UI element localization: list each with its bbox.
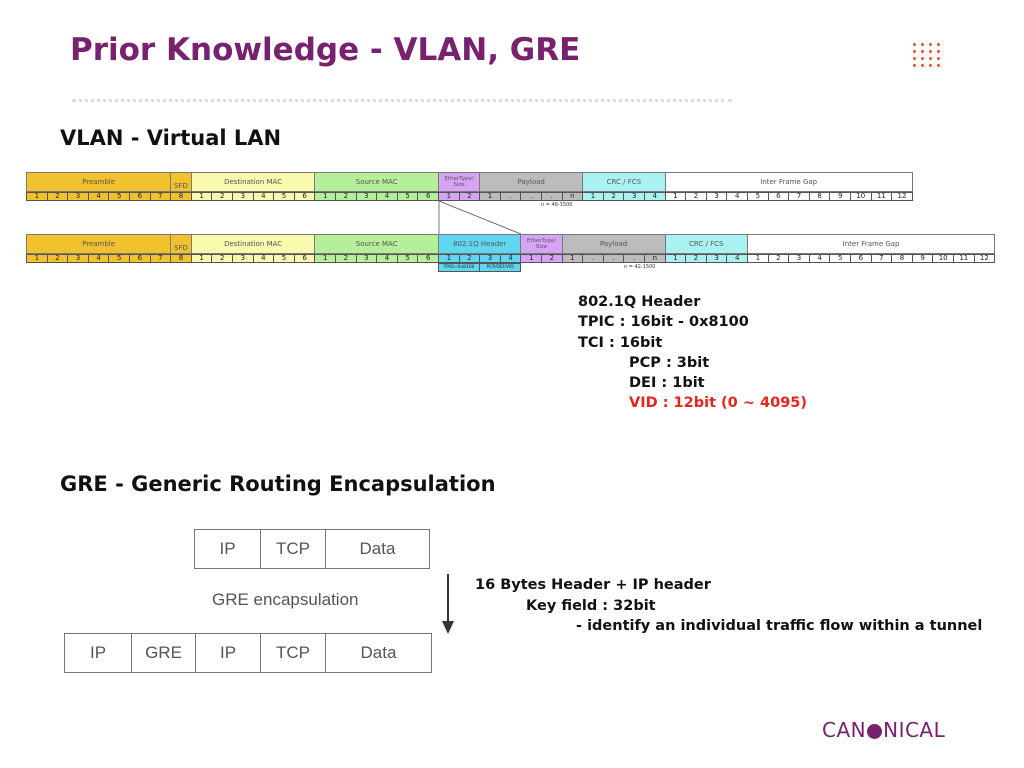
ethertype-field: EtherType/ Size [438,172,481,192]
title-divider [72,99,732,102]
top-tcp-box: TCP [260,529,326,569]
vid-line: VID : 12bit (0 ~ 4095) [629,395,808,412]
gap-field: Inter Frame Gap [747,234,996,254]
dot1q-line: 802.1Q Header [578,294,701,310]
logo-text-start: CAN [822,718,867,742]
byte-cell: 12 [891,192,913,201]
top-ip-box: IP [194,529,261,569]
byte-cell: 12 [973,254,996,263]
insertion-lines [438,200,522,235]
canonical-logo: CAN NICAL [822,718,945,742]
vlan-heading: VLAN - Virtual LAN [60,126,282,150]
dot1q-description: 802.1Q Header TPIC : 16bit - 0x8100 TCI … [578,292,807,414]
dei-line: DEI : 1bit [629,375,705,392]
preamble-field: Preamble [26,234,172,254]
payload-size-note: n = 46-1500 [541,202,573,208]
slide-title: Prior Knowledge - VLAN, GRE [70,32,581,68]
payload-field: Payload [561,234,666,254]
bottom-inner-ip-box: IP [195,633,261,673]
gre-flow-line: - identify an individual traffic flow wi… [576,618,983,634]
gre-heading: GRE - Generic Routing Encapsulation [60,472,496,496]
sfd-field: SFD [170,172,192,192]
bottom-data-box: Data [325,633,432,673]
gre-key-line: Key field : 32bit [526,597,656,614]
bottom-tcp-box: TCP [260,633,326,673]
crc-field: CRC / FCS [664,234,748,254]
arrow-head [442,621,454,634]
src-mac-field: Source MAC [314,234,439,254]
src-mac-field: Source MAC [314,172,439,192]
tci-line: TCI : 16bit [578,334,663,351]
gre-encapsulation-label: GRE encapsulation [212,590,359,609]
top-data-box: Data [325,529,430,569]
tci-subfield: PCP/DEI/VID [479,263,522,272]
bottom-ip-box: IP [64,633,132,673]
dot-grid-icon [913,43,941,69]
pcp-line: PCP : 3bit [629,354,710,371]
logo-text-end: NICAL [883,718,946,742]
payload-size-note: n = 42-1500 [624,264,656,270]
crc-field: CRC / FCS [582,172,666,192]
arrow-down-icon [447,574,449,622]
bottom-gre-box: GRE [131,633,196,673]
dest-mac-field: Destination MAC [190,172,316,192]
logo-circle-icon [867,723,883,739]
gre-description: 16 Bytes Header + IP header Key field : … [475,575,982,637]
gap-field: Inter Frame Gap [664,172,913,192]
tpid-line: TPIC : 16bit - 0x8100 [578,314,749,331]
gre-header-line: 16 Bytes Header + IP header [475,577,711,593]
insertion-line-right [438,200,522,235]
